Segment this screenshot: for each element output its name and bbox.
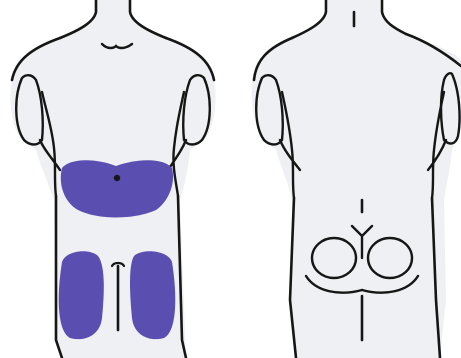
- front-left-thigh-injection-site: [59, 251, 104, 339]
- front-navel: [114, 175, 120, 181]
- front-right-arm: [183, 75, 210, 144]
- back-figure: [251, 0, 461, 358]
- front-abdomen-injection-site: [61, 160, 173, 217]
- front-figure: [10, 0, 215, 358]
- back-left-arm: [256, 75, 283, 144]
- front-right-thigh-injection-site: [130, 251, 175, 339]
- back-body-silhouette: [251, 0, 461, 358]
- front-left-arm: [16, 75, 43, 144]
